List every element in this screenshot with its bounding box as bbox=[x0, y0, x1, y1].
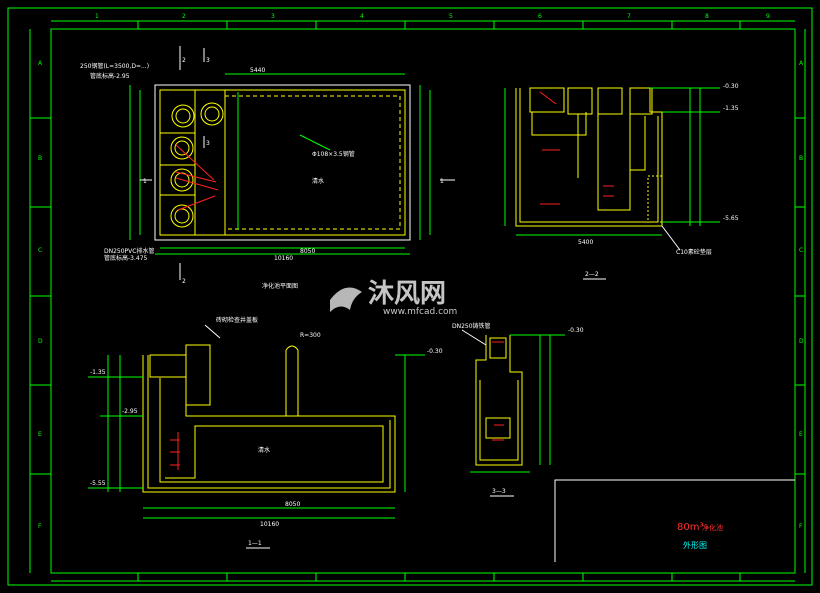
section-1-1: 砖砌检查井盖板 R=300 -0.30 -1.35 -2.95 -5.55 清水… bbox=[88, 316, 443, 549]
s11-title: 1—1 bbox=[248, 540, 262, 547]
col-label-9: 9 bbox=[766, 13, 770, 20]
title-block: 80m³ 净化池 外形图 bbox=[554, 479, 795, 562]
row-ticks bbox=[30, 117, 805, 475]
row-label-d: D bbox=[38, 338, 43, 345]
watermark-brand: 沐风网 bbox=[368, 279, 446, 309]
s11-top-note: 砖砌检查井盖板 bbox=[216, 316, 258, 324]
row-label-b: B bbox=[38, 155, 42, 162]
plan-view: 1 1 2 2 3 3 10160 8050 5440 250钢管(L=3500… bbox=[80, 46, 455, 290]
s11-tank-label: 清水 bbox=[258, 446, 270, 454]
s11-r-note: R=300 bbox=[300, 332, 321, 339]
s22-elev-2: -5.65 bbox=[723, 215, 739, 222]
plan-section-1-left: 1 bbox=[143, 178, 147, 185]
plan-section-1-right: 1 bbox=[440, 178, 444, 185]
s33-note: DN250铸铁管 bbox=[452, 322, 491, 330]
col-label-1: 1 bbox=[95, 13, 99, 20]
col-label-5: 5 bbox=[449, 13, 453, 20]
s11-dim-total: 10160 bbox=[260, 521, 279, 528]
s22-note: C10素砼垫层 bbox=[676, 248, 712, 256]
row-label-b-right: B bbox=[799, 155, 803, 162]
inner-frame bbox=[50, 28, 796, 574]
s33-elev-top: -0.30 bbox=[568, 327, 584, 334]
s11-elev-top: -0.30 bbox=[427, 348, 443, 355]
plan-section-3-top: 3 bbox=[206, 57, 210, 64]
row-label-e: E bbox=[38, 431, 42, 438]
section-2-2: -0.30 -1.35 -5.65 5400 C10素砼垫层 2—2 bbox=[504, 83, 739, 280]
col-label-6: 6 bbox=[538, 13, 542, 20]
title-capacity: 80m³ bbox=[677, 522, 703, 533]
watermark: 沐风网 www.mfcad.com bbox=[330, 279, 457, 317]
row-label-a: A bbox=[38, 60, 43, 67]
plan-title: 净化池平面图 bbox=[262, 282, 298, 290]
plan-dim-main: 8050 bbox=[300, 248, 315, 255]
col-label-4: 4 bbox=[360, 13, 364, 20]
s22-elev-1: -1.35 bbox=[723, 105, 739, 112]
s22-title: 2—2 bbox=[585, 271, 599, 278]
col-label-3: 3 bbox=[271, 13, 275, 20]
plan-inlet-note: 250钢管(L=3500,D=...) bbox=[80, 62, 149, 70]
s22-dim-total: 5400 bbox=[578, 239, 593, 246]
plan-dim-total: 10160 bbox=[274, 255, 293, 262]
col-label-8: 8 bbox=[705, 13, 709, 20]
manhole-1 bbox=[171, 104, 195, 128]
plan-tank-label: 清水 bbox=[312, 177, 324, 185]
plan-outlet-note: DN250PVC排水管 bbox=[104, 247, 154, 255]
outer-frame bbox=[7, 7, 813, 586]
s11-elev-bottom: -5.55 bbox=[90, 480, 106, 487]
s22-elev-top: -0.30 bbox=[723, 83, 739, 90]
manhole-2 bbox=[200, 102, 224, 126]
row-label-a-right: A bbox=[799, 60, 804, 67]
row-label-f: F bbox=[38, 523, 42, 530]
watermark-logo-icon bbox=[330, 287, 362, 312]
plan-dim-top: 5440 bbox=[250, 67, 265, 74]
s11-dim-main: 8050 bbox=[285, 501, 300, 508]
row-label-e-right: E bbox=[799, 431, 803, 438]
manhole-4 bbox=[170, 168, 194, 192]
plan-section-2-top: 2 bbox=[182, 57, 186, 64]
col-ticks bbox=[137, 21, 741, 581]
manhole-3 bbox=[170, 136, 194, 160]
col-label-2: 2 bbox=[182, 13, 186, 20]
title-subtitle: 外形图 bbox=[683, 540, 707, 550]
plan-inlet-elev: 管底标高-2.95 bbox=[90, 72, 130, 80]
title-name: 净化池 bbox=[702, 523, 723, 532]
plan-section-3-mid: 3 bbox=[206, 140, 210, 147]
plan-section-2-bottom: 2 bbox=[182, 278, 186, 285]
col-label-7: 7 bbox=[627, 13, 631, 20]
plan-outlet-elev: 管底标高-3.475 bbox=[104, 254, 148, 262]
manhole-5 bbox=[170, 204, 194, 228]
row-label-d-right: D bbox=[799, 338, 804, 345]
plan-vent-note: Φ108×3.5钢管 bbox=[312, 150, 355, 158]
row-label-c: C bbox=[38, 247, 42, 254]
s11-elev-2: -2.95 bbox=[122, 408, 138, 415]
section-3-3: -0.30 DN250铸铁管 3—3 bbox=[452, 322, 584, 497]
s11-elev-1: -1.35 bbox=[90, 369, 106, 376]
row-label-f-right: F bbox=[799, 523, 803, 530]
watermark-url: www.mfcad.com bbox=[383, 307, 457, 317]
s33-title: 3—3 bbox=[492, 488, 506, 495]
row-label-c-right: C bbox=[799, 247, 803, 254]
